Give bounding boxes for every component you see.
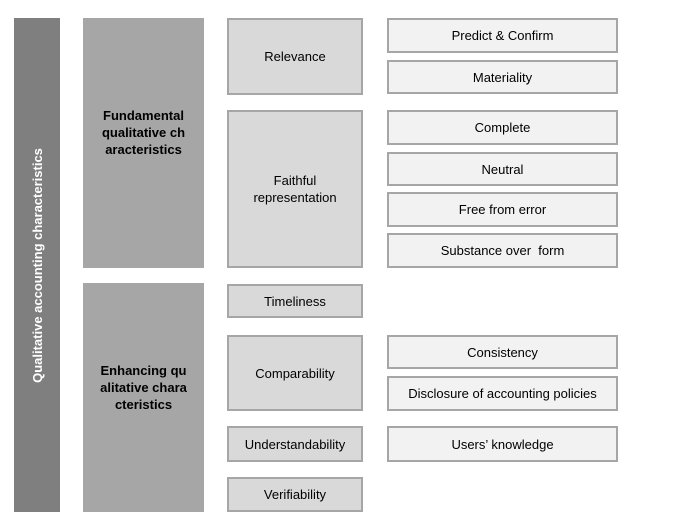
node-verifiability: Verifiability [227,477,363,512]
node-timeliness: Timeliness [227,284,363,318]
leaf-neutral-label: Neutral [481,161,524,177]
leaf-consistency: Consistency [387,335,618,369]
leaf-complete: Complete [387,110,618,145]
leaf-predict-confirm: Predict & Confirm [387,18,618,53]
node-comparability: Comparability [227,335,363,411]
node-comparability-label: Comparability [255,365,335,381]
node-faithful-representation: Faithful representation [227,110,363,268]
node-faithful-representation-label: Faithful representation [253,173,337,205]
leaf-disclosure: Disclosure of accounting policies [387,376,618,411]
node-relevance: Relevance [227,18,363,95]
node-understandability: Understandability [227,426,363,462]
node-timeliness-label: Timeliness [264,293,326,309]
node-understandability-label: Understandability [244,436,346,452]
leaf-substance-over-form-label: Substance over form [440,243,565,258]
leaf-disclosure-label: Disclosure of accounting policies [408,386,597,401]
group-fundamental-label: Fundamental qualitative characteristics [101,108,186,157]
leaf-neutral: Neutral [387,152,618,186]
root-label: Qualitative accounting characteristics [29,147,45,383]
group-enhancing: Enhancing qualitative characteristics [83,283,204,512]
leaf-materiality-label: Materiality [472,69,533,85]
leaf-free-from-error: Free from error [387,192,618,227]
leaf-predict-confirm-label: Predict & Confirm [451,28,554,43]
group-fundamental: Fundamental qualitative characteristics [83,18,204,268]
leaf-free-from-error-label: Free from error [458,202,547,217]
root-node: Qualitative accounting characteristics [14,18,60,512]
leaf-users-knowledge-label: Users’ knowledge [451,436,554,452]
leaf-complete-label: Complete [474,120,531,135]
leaf-consistency-label: Consistency [467,344,538,360]
node-relevance-label: Relevance [264,49,326,64]
group-enhancing-label: Enhancing qualitative characteristics [100,363,187,412]
node-verifiability-label: Verifiability [263,487,327,502]
leaf-users-knowledge: Users’ knowledge [387,426,618,462]
leaf-substance-over-form: Substance over form [387,233,618,268]
leaf-materiality: Materiality [387,60,618,94]
